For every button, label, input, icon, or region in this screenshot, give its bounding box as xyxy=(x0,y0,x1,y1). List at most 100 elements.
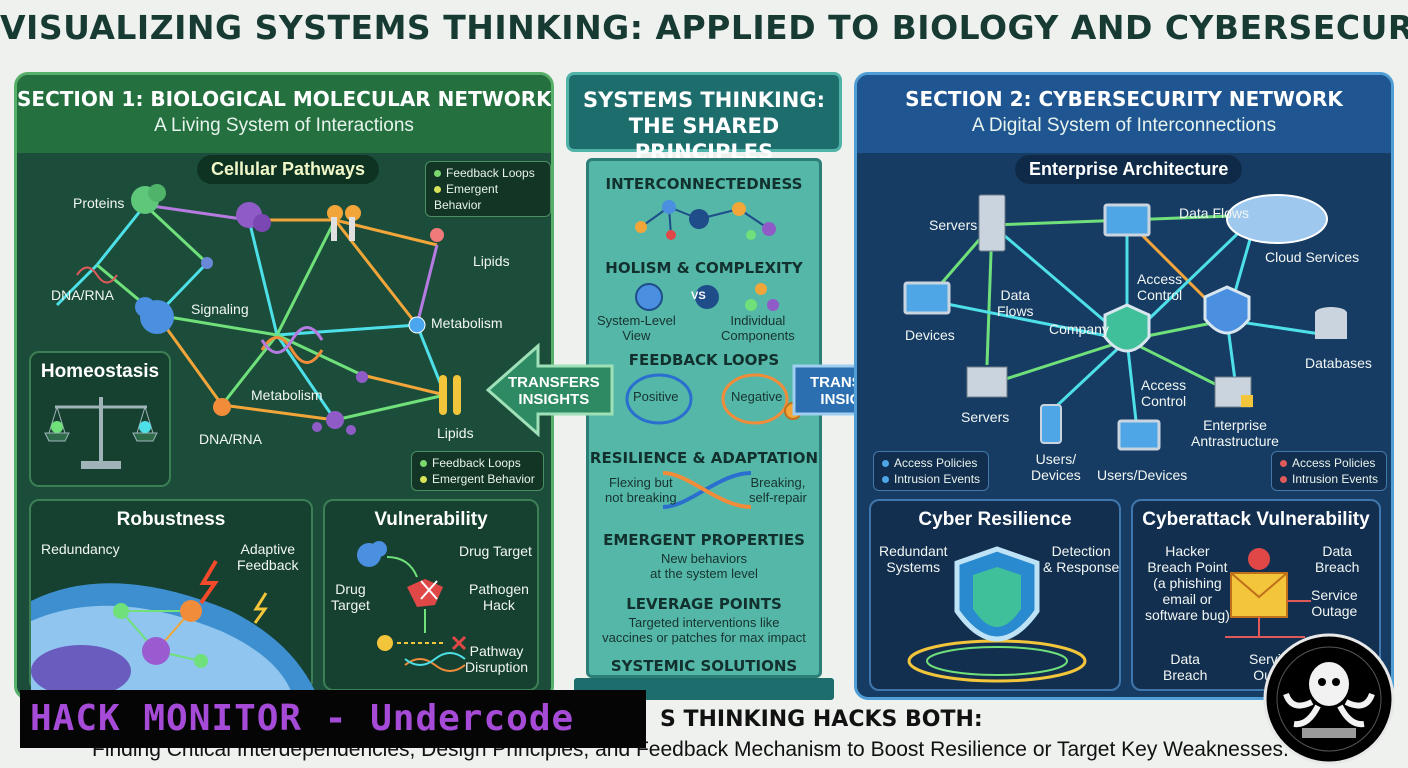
label-drug-target-2: Drug Target xyxy=(331,581,370,613)
legend-right: Access Policies Intrusion Events xyxy=(1271,451,1388,491)
label-pathway-disruption: Pathway Disruption xyxy=(465,643,529,675)
shared-principles-column: SYSTEMS THINKING: THE SHARED PRINCIPLES … xyxy=(566,72,842,700)
robustness-box: Robustness Redundancy Adaptive Feedback xyxy=(29,499,315,691)
label-access-control: Access Control xyxy=(1137,271,1183,303)
biology-panel: SECTION 1: BIOLOGICAL MOLECULAR NETWORK … xyxy=(14,72,554,700)
holism-heading: HOLISM & COMPLEXITY xyxy=(605,259,803,277)
cyber-resilience-box: Cyber Resilience Redundant Systems Detec… xyxy=(869,499,1121,691)
system-level-text: System-Level View xyxy=(597,313,676,343)
holism-icons xyxy=(635,283,779,311)
feedback-heading: FEEDBACK LOOPS xyxy=(628,351,780,369)
label-access-control-2: Access Control xyxy=(1141,377,1187,409)
octopus-logo xyxy=(1263,633,1395,765)
watermark-banner: HACK MONITOR - Undercode xyxy=(20,690,646,748)
label-metabolism: Metabolism xyxy=(431,315,503,331)
homeostasis-box: Homeostasis xyxy=(29,351,171,487)
label-proteins: Proteins xyxy=(73,195,125,211)
shield-icon xyxy=(907,546,1087,683)
cellular-pathways-pill: Cellular Pathways xyxy=(197,155,380,184)
positive-label: Positive xyxy=(633,389,679,404)
shared-principles-header: SYSTEMS THINKING: THE SHARED PRINCIPLES xyxy=(566,72,842,164)
label-detection-response: Detection & Response xyxy=(1043,543,1120,575)
label-dna-rna: DNA/RNA xyxy=(51,287,115,303)
principles-card: INTERCONNECTEDNESS HOLISM & COMPLEXITY S… xyxy=(586,158,822,678)
label-redundant-systems: Redundant Systems xyxy=(879,543,948,575)
cyber-header: SECTION 2: CYBERSECURITY NETWORK A Digit… xyxy=(857,75,1391,153)
cyber-resilience-title: Cyber Resilience xyxy=(918,509,1072,530)
label-users-devices: Users/ Devices xyxy=(1031,451,1081,483)
biology-subtitle: A Living System of Interactions xyxy=(154,115,414,136)
flexing-text: Flexing but not breaking xyxy=(605,475,677,505)
legend-item: Access Policies xyxy=(1292,456,1376,470)
label-data-flows: Data Flows xyxy=(1179,205,1250,221)
cyber-title: SECTION 2: CYBERSECURITY NETWORK xyxy=(905,87,1343,111)
label-servers-2: Servers xyxy=(961,409,1010,425)
label-signaling: Signaling xyxy=(191,301,249,317)
emergent-text: New behaviors at the system level xyxy=(650,551,758,581)
label-databases: Databases xyxy=(1305,355,1372,371)
label-devices: Devices xyxy=(905,327,955,343)
breaking-text: Breaking, self-repair xyxy=(749,475,807,505)
label-users-devices-2: Users/Devices xyxy=(1097,467,1188,483)
label-lipids-2: Lipids xyxy=(437,425,474,441)
left-transfer-arrow xyxy=(486,342,614,438)
systemic-heading: SYSTEMIC SOLUTIONS xyxy=(610,657,798,675)
label-enterprise: Enterprise Antrastructure xyxy=(1191,417,1279,449)
phishing-email-icon xyxy=(1225,548,1311,638)
drug-target-diagram xyxy=(357,541,467,672)
legend-item: Feedback Loops xyxy=(432,456,521,470)
leverage-text: Targeted interventions like vaccines or … xyxy=(602,615,806,645)
enterprise-network xyxy=(903,194,1347,451)
emergent-heading: EMERGENT PROPERTIES xyxy=(603,531,805,549)
legend-item: Feedback Loops xyxy=(446,166,535,180)
bottom-heading: S THINKING HACKS BOTH: xyxy=(660,707,983,732)
cyber-subtitle: A Digital System of Interconnections xyxy=(971,115,1277,136)
enterprise-architecture-pill: Enterprise Architecture xyxy=(1015,155,1243,184)
homeostasis-title: Homeostasis xyxy=(40,361,160,382)
resilience-heading: RESILIENCE & ADAPTATION xyxy=(589,449,819,467)
network-link-icon xyxy=(635,200,776,240)
legend-item: Emergent Behavior xyxy=(434,182,499,212)
label-dna-rna-2: DNA/RNA xyxy=(199,431,263,447)
label-data-breach-2: Data Breach xyxy=(1163,651,1208,683)
watermark-text: HACK MONITOR - Undercode xyxy=(30,698,575,739)
biology-title: SECTION 1: BIOLOGICAL MOLECULAR NETWORK xyxy=(17,87,552,111)
label-service-outage: Service Outage xyxy=(1311,587,1358,619)
label-data-breach: Data Breach xyxy=(1315,543,1360,575)
leverage-heading: LEVERAGE POINTS xyxy=(626,595,782,613)
adaptation-arrows xyxy=(662,471,752,509)
vulnerability-title: Vulnerability xyxy=(374,509,488,530)
interconnectedness-heading: INTERCONNECTEDNESS xyxy=(605,175,803,193)
legend-top: Feedback Loops Emergent Behavior xyxy=(425,161,551,217)
legend-item: Emergent Behavior xyxy=(432,472,535,486)
vulnerability-box: Vulnerability Drug Target Drug Target Pa… xyxy=(323,499,539,691)
label-drug-target: Drug Target xyxy=(459,543,532,559)
legend-item: Intrusion Events xyxy=(1292,472,1379,486)
label-redundancy: Redundancy xyxy=(41,541,120,557)
legend-item: Access Policies xyxy=(894,456,978,470)
legend-bottom: Feedback Loops Emergent Behavior xyxy=(411,451,544,491)
scale-icon xyxy=(44,397,158,469)
label-adaptive-feedback: Adaptive Feedback xyxy=(237,541,299,573)
center-title-line1: SYSTEMS THINKING: xyxy=(582,88,826,112)
label-servers: Servers xyxy=(929,217,978,233)
label-metabolism-2: Metabolism xyxy=(251,387,323,403)
legend-item: Intrusion Events xyxy=(894,472,981,486)
cyber-panel: SECTION 2: CYBERSECURITY NETWORK A Digit… xyxy=(854,72,1394,700)
cyberattack-title: Cyberattack Vulnerability xyxy=(1142,509,1370,530)
cell-illustration xyxy=(31,559,315,691)
molecular-network xyxy=(55,184,461,435)
robustness-title: Robustness xyxy=(116,509,226,530)
negative-label: Negative xyxy=(731,389,783,404)
page-title: VISUALIZING SYSTEMS THINKING: APPLIED TO… xyxy=(0,8,1408,47)
label-pathogen-hack: Pathogen Hack xyxy=(469,581,529,613)
cyberattack-box: Cyberattack Vulnerability Hacker Breach … xyxy=(1131,499,1381,691)
label-company: Company xyxy=(1049,321,1109,337)
biology-header: SECTION 1: BIOLOGICAL MOLECULAR NETWORK … xyxy=(17,75,551,153)
vs-badge: VS xyxy=(691,290,706,302)
legend-left: Access Policies Intrusion Events xyxy=(873,451,990,491)
label-lipids: Lipids xyxy=(473,253,510,269)
label-cloud-services: Cloud Services xyxy=(1265,249,1360,265)
label-hacker-breach: Hacker Breach Point (a phishing email or… xyxy=(1145,543,1230,623)
label-data-flows-2: Data Flows xyxy=(997,287,1034,319)
